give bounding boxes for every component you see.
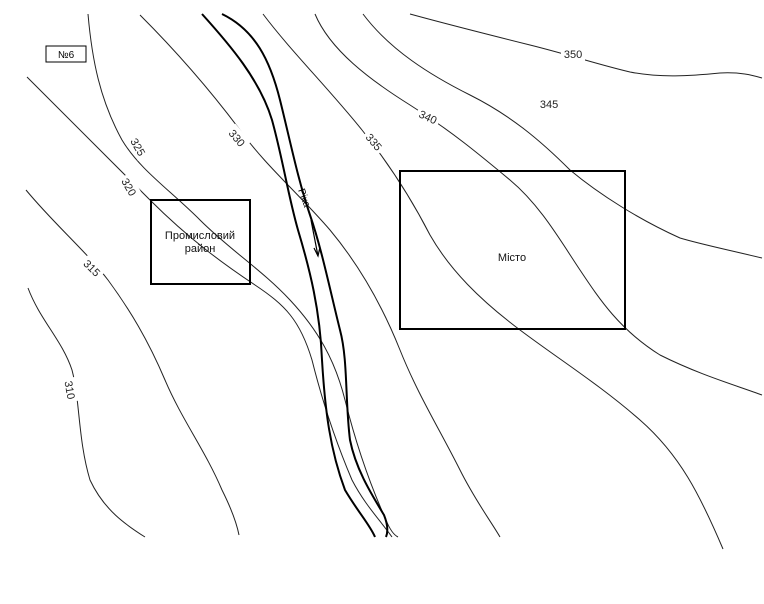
industrial-zone-boundary — [150, 199, 251, 285]
contour-345 — [362, 13, 763, 259]
river-right-bank — [221, 13, 389, 538]
river-label: Ріка — [295, 187, 312, 209]
contour-label-325: 325 — [125, 132, 151, 161]
contour-label-340: 340 — [414, 104, 443, 129]
river-flow-arrow — [310, 219, 319, 257]
contour-label-345: 345 — [537, 96, 561, 111]
city-zone-label: Місто — [498, 252, 526, 264]
contour-335 — [262, 13, 724, 550]
industrial-zone-label-line1: Промисловий — [165, 230, 235, 242]
city-zone-boundary — [399, 170, 626, 330]
contour-label-310: 310 — [61, 376, 80, 404]
industrial-zone-label-line2: район — [185, 243, 216, 255]
sheet-number-box — [45, 45, 87, 63]
contour-label-335: 335 — [360, 127, 388, 156]
svg-text:345: 345 — [540, 99, 558, 111]
contour-315 — [25, 189, 240, 536]
contour-330 — [139, 14, 501, 538]
contour-label-315: 315 — [78, 253, 107, 282]
contour-340 — [314, 13, 763, 396]
contour-320 — [26, 76, 393, 538]
svg-text:310: 310 — [62, 380, 77, 400]
contour-310 — [27, 287, 146, 538]
river-flow-arrow-head — [313, 246, 321, 258]
contour-325 — [87, 13, 399, 538]
river-left-bank — [201, 13, 376, 538]
sheet-number: №6 — [58, 50, 75, 61]
contour-label-320: 320 — [116, 172, 142, 201]
contour-label-330: 330 — [223, 123, 251, 152]
contour-350 — [409, 13, 763, 79]
contour-label-350: 350 — [561, 46, 585, 61]
svg-text:350: 350 — [564, 49, 582, 61]
